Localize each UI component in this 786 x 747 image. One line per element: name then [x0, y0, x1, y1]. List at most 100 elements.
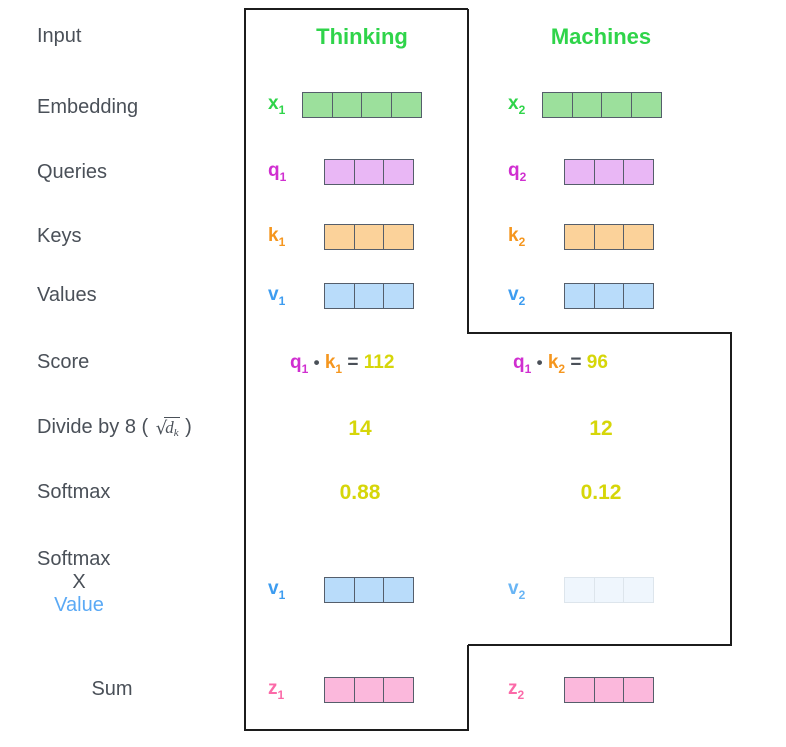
sqrt-dk-formula: √dk [154, 417, 180, 440]
vector-tag-index: 2 [518, 234, 526, 249]
divide-label-text: Divide by 8 ( [37, 416, 149, 438]
score-value-col2: 96 [586, 352, 608, 373]
vector-cell [564, 577, 595, 603]
dot-product-operator: • [536, 353, 543, 372]
vector-tag-letter: q [268, 160, 280, 182]
vector-cell [564, 159, 595, 185]
vector-cells-x2 [542, 92, 662, 118]
step-label-score: Score [37, 351, 90, 373]
vector-cells-k1 [324, 224, 414, 250]
vector-cells-q1 [324, 159, 414, 185]
score-q-term: q1 [513, 352, 532, 376]
vector-cell [623, 577, 654, 603]
vector-cell [390, 92, 422, 118]
vector-tag-letter: v [268, 284, 279, 306]
vector-cell [324, 677, 355, 703]
vector-tag-letter: k [268, 225, 279, 247]
vector-cell [630, 92, 662, 118]
vector-tag-q1: q1 [268, 160, 302, 184]
vector-tag-v1-weighted: v1 [268, 578, 302, 602]
vector-tag-letter: q [508, 160, 520, 182]
step-label-softmax: Softmax [37, 481, 111, 503]
step-label-divide-by-8: Divide by 8 ( √dk ) [37, 416, 192, 440]
score-k-term: k2 [547, 352, 566, 376]
dot-product-operator: • [313, 353, 320, 372]
vector-cell [383, 159, 414, 185]
score-formula-col2: q1 • k2 = 96 [513, 352, 608, 376]
vector-tag-v1: v1 [268, 284, 302, 308]
vector-tag-letter: z [268, 678, 278, 700]
vector-cell [324, 159, 355, 185]
vector-tag-letter: z [508, 678, 518, 700]
vector-tag-index: 1 [278, 102, 286, 117]
softmax-x-value-line1: Softmax [37, 548, 111, 570]
vector-cell [564, 677, 595, 703]
vector-tag-letter: v [508, 284, 519, 306]
vector-cell [593, 224, 625, 250]
vector-cell [353, 159, 385, 185]
vector-cell [324, 577, 355, 603]
step-label-queries: Queries [37, 161, 108, 183]
divided-value-col2: 12 [589, 417, 613, 440]
vector-tag-letter: x [268, 93, 279, 115]
vector-v1: v1 [268, 283, 414, 309]
score-value-col1: 112 [363, 352, 395, 373]
softmax-x-value-line2: X [72, 571, 86, 593]
vector-tag-index: 2 [518, 102, 526, 117]
vector-tag-index: 1 [279, 169, 287, 184]
vector-tag-index: 1 [278, 293, 286, 308]
step-label-values: Values [37, 284, 97, 306]
column-header-thinking: Thinking [316, 24, 408, 49]
vector-tag-z2: z2 [508, 678, 542, 702]
vector-cell [353, 283, 385, 309]
vector-tag-k2: k2 [508, 225, 542, 249]
score-formula-col1: q1 • k1 = 112 [290, 352, 394, 376]
sqrt-symbol: √ [155, 418, 168, 439]
vector-tag-index: 2 [518, 293, 526, 308]
vector-tag-letter: v [268, 578, 279, 600]
vector-cell [324, 283, 355, 309]
vector-cells-v2 [564, 283, 654, 309]
vector-cell [593, 283, 625, 309]
vector-cell [623, 283, 654, 309]
step-label-keys: Keys [37, 225, 82, 247]
vector-cells-x1 [302, 92, 422, 118]
vector-cell [564, 283, 595, 309]
vector-cell [593, 677, 625, 703]
vector-tag-letter: x [508, 93, 519, 115]
vector-tag-q2: q2 [508, 160, 542, 184]
vector-cells-z2 [564, 677, 654, 703]
vector-cell [383, 283, 414, 309]
vector-cell [324, 224, 355, 250]
score-q-term: q1 [290, 352, 309, 376]
vector-tag-index: 2 [519, 169, 527, 184]
vector-tag-index: 2 [518, 587, 526, 602]
vector-cell [601, 92, 632, 118]
vector-cell [542, 92, 573, 118]
math-var-d: d [165, 418, 174, 437]
step-label-embedding: Embedding [37, 96, 139, 118]
softmax-x-value-line3: Value [54, 594, 104, 616]
vector-tag-letter: k [508, 225, 519, 247]
vector-cell [361, 92, 392, 118]
vector-tag-index: 1 [278, 587, 286, 602]
vector-cells-v1-weighted [324, 577, 414, 603]
vector-q1: q1 [268, 159, 414, 185]
vector-tag-z1: z1 [268, 678, 302, 702]
score-k-term: k1 [324, 352, 343, 376]
vector-z1: z1 [268, 677, 414, 703]
vector-tag-k1: k1 [268, 225, 302, 249]
step-label-input: Input [37, 25, 82, 47]
vector-k2: k2 [508, 224, 654, 250]
vector-cell [353, 577, 385, 603]
step-label-sum: Sum [91, 678, 133, 700]
vector-cell [353, 224, 385, 250]
vector-tag-v2-weighted: v2 [508, 578, 542, 602]
column-header-machines: Machines [550, 24, 652, 49]
divide-label-close-paren: ) [185, 416, 192, 438]
vector-cells-v1 [324, 283, 414, 309]
vector-q2: q2 [508, 159, 654, 185]
vector-tag-letter: v [508, 578, 519, 600]
vector-tag-x1: x1 [268, 93, 302, 117]
